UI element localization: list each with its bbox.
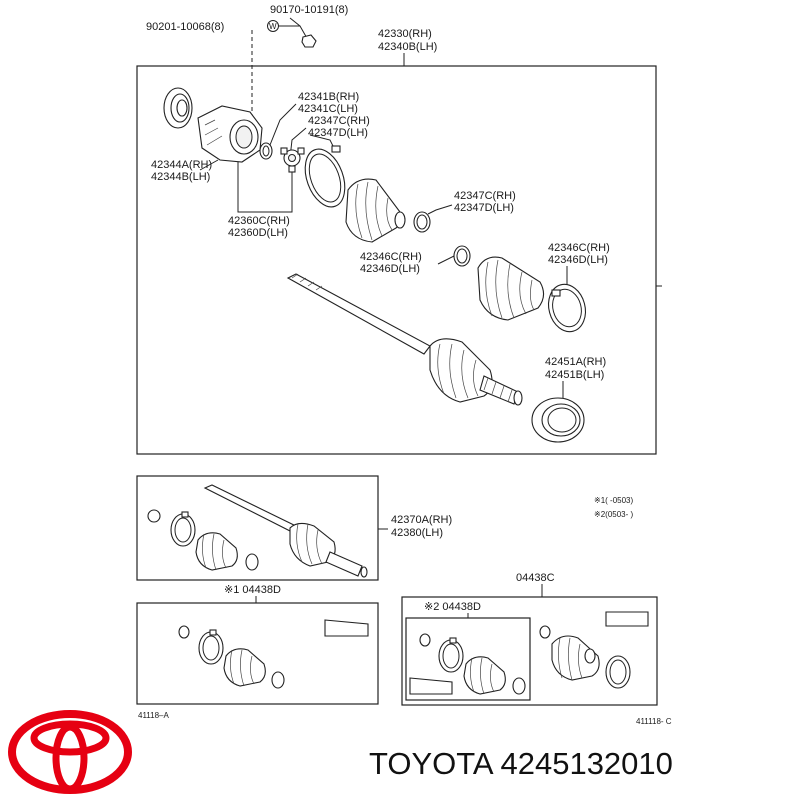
callout-tripod-rh: 42360C(RH) <box>228 215 290 227</box>
kit2-inner-frame <box>405 617 531 701</box>
callout-assy-rh: 42330(RH) <box>378 28 432 40</box>
callout-clamp4-lh: 42346D(LH) <box>548 254 608 266</box>
callout-joint-lh: 42344B(LH) <box>151 171 210 183</box>
callout-kit2: ※2 04438D <box>424 601 481 613</box>
callout-clamp2-rh: 42347C(RH) <box>454 190 516 202</box>
callout-clamp4-rh: 42346C(RH) <box>548 242 610 254</box>
boot-clamp-2 <box>413 211 431 233</box>
svg-text:W: W <box>269 22 277 31</box>
callout-dust-lh: 42451B(LH) <box>545 369 604 381</box>
callout-assy-lh: 42340B(LH) <box>378 41 437 53</box>
code-left: 41118–A <box>138 711 170 720</box>
shaft-assy-2 <box>147 484 368 578</box>
joint-housing <box>197 105 263 163</box>
kit-c-frame <box>401 596 658 706</box>
main-assembly-frame <box>136 65 657 455</box>
boot-clamp-3 <box>453 245 471 267</box>
callout-dust-rh: 42451A(RH) <box>545 356 606 368</box>
bolt-part <box>301 34 317 48</box>
callout-clamp3-lh: 42346D(LH) <box>360 263 420 275</box>
outer-joint-boot <box>163 87 193 129</box>
callout-clamp1-rh: 42347C(RH) <box>308 115 370 127</box>
drive-shaft <box>286 273 523 406</box>
note-2: ※2(0503- ) <box>594 510 634 519</box>
callout-ring-rh: 42341B(RH) <box>298 91 359 103</box>
kit1-frame <box>136 602 379 705</box>
tripod-joint <box>280 147 305 173</box>
kit-c-parts <box>539 611 649 689</box>
callout-clamp3-rh: 42346C(RH) <box>360 251 422 263</box>
callout-bolt: 90170-10191(8) <box>270 4 348 16</box>
callout-washer: 90201-10068(8) <box>146 21 224 33</box>
leader-bolt <box>289 17 301 27</box>
shaft-assembly-frame <box>136 475 379 581</box>
washer-w-icon: W <box>267 20 279 32</box>
kit1-parts <box>178 619 369 689</box>
boot-clamp-4 <box>547 283 587 333</box>
dust-deflector <box>531 397 585 443</box>
callout-kit1: ※1 04438D <box>224 584 281 596</box>
snap-ring <box>259 142 273 160</box>
callout-shaft2-lh: 42380(LH) <box>391 527 443 539</box>
callout-ring-lh: 42341C(LH) <box>298 103 358 115</box>
outer-boot <box>477 256 545 321</box>
inner-boot <box>345 178 406 243</box>
note-1: ※1( -0503) <box>594 496 634 505</box>
code-right: 411118- C <box>636 717 672 726</box>
callout-tripod-lh: 42360D(LH) <box>228 227 288 239</box>
callout-kit-c: 04438C <box>516 572 555 584</box>
callout-clamp2-lh: 42347D(LH) <box>454 202 514 214</box>
brand-caption: TOYOTA 4245132010 <box>369 746 673 781</box>
callout-joint-rh: 42344A(RH) <box>151 159 212 171</box>
boot-clamp-1 <box>304 145 346 208</box>
callout-shaft2-rh: 42370A(RH) <box>391 514 452 526</box>
kit2-parts <box>409 633 526 695</box>
callout-clamp1-lh: 42347D(LH) <box>308 127 368 139</box>
toyota-logo-icon <box>8 710 132 794</box>
